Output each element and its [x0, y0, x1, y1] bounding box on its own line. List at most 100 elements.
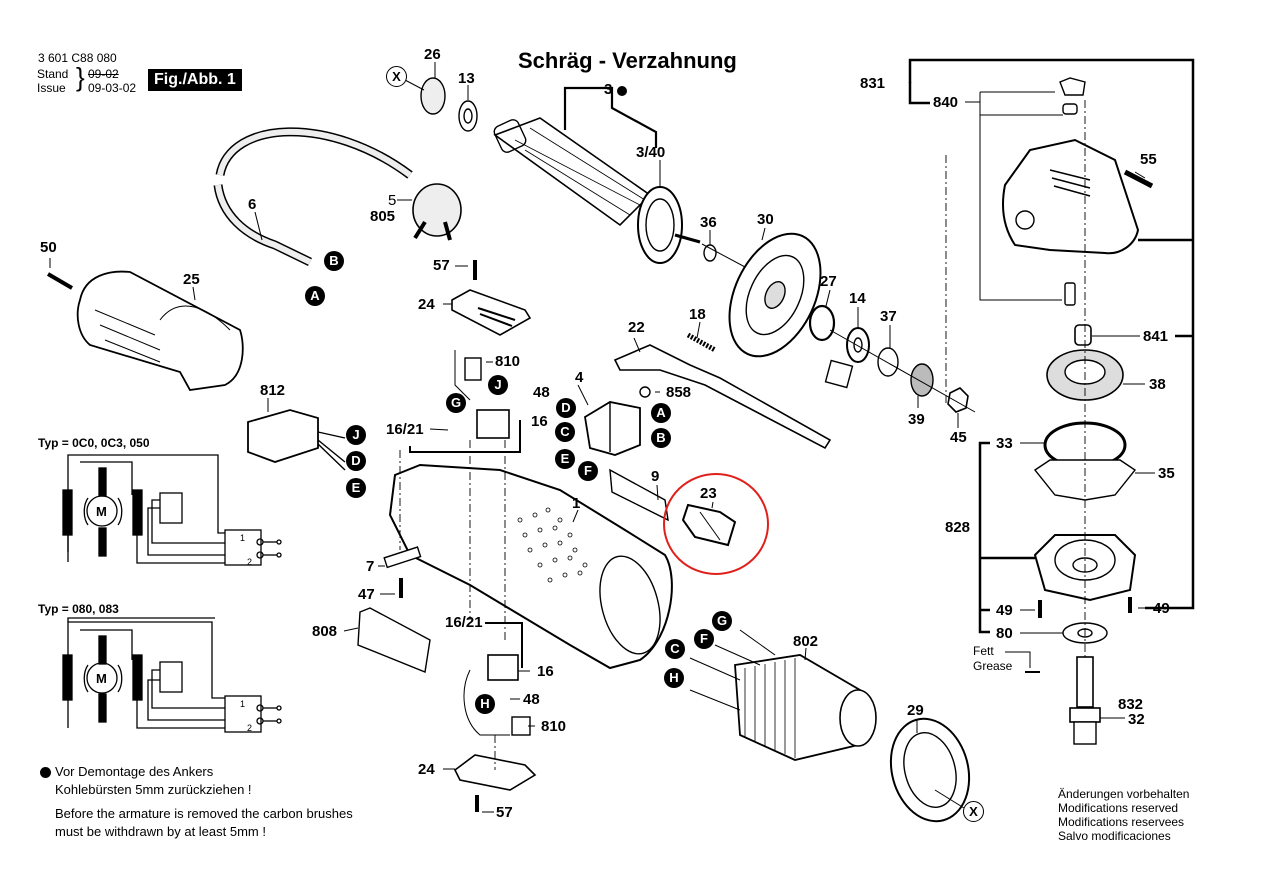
part-label-808[interactable]: 808 — [312, 623, 338, 640]
part-label-23[interactable]: 23 — [700, 485, 717, 502]
part-label-3-40[interactable]: 3/40 — [636, 144, 666, 161]
connector-a-cord: A — [305, 286, 325, 306]
part-label-831[interactable]: 831 — [860, 75, 886, 92]
part-3-armature — [493, 117, 701, 264]
switch-pos-1-d2: 1 — [240, 699, 246, 709]
part-label-26[interactable]: 26 — [424, 46, 441, 63]
part-label-16-21-top[interactable]: 16/21 — [386, 421, 424, 438]
part-label-1[interactable]: 1 — [572, 495, 581, 512]
part-29-air-guide — [889, 717, 971, 823]
part-label-35[interactable]: 35 — [1158, 465, 1175, 482]
part-label-55[interactable]: 55 — [1140, 151, 1157, 168]
part-label-57-bottom[interactable]: 57 — [496, 804, 513, 821]
part-label-16-top[interactable]: 16 — [531, 413, 548, 430]
part-37-washer — [877, 347, 899, 377]
part-label-24-bottom[interactable]: 24 — [418, 761, 435, 778]
part-label-812[interactable]: 812 — [260, 382, 286, 399]
switch-block-1 — [224, 529, 262, 566]
wiring-diagram-2 — [62, 617, 282, 733]
part-841-sleeve — [1074, 324, 1092, 346]
part-label-24-top[interactable]: 24 — [418, 296, 435, 313]
part-25-rear-cover — [76, 270, 244, 391]
wiring-type-label-1: Typ = 0C0, 0C3, 050 — [38, 436, 150, 450]
part-label-36[interactable]: 36 — [700, 214, 717, 231]
part-label-16-bottom[interactable]: 16 — [537, 663, 554, 680]
switch-block-2 — [224, 695, 262, 733]
part-label-49-left[interactable]: 49 — [996, 602, 1013, 619]
connector-a-switch: A — [651, 403, 671, 423]
part-22-lever — [613, 344, 832, 450]
brace-symbol: } — [76, 62, 85, 92]
part-label-38[interactable]: 38 — [1149, 376, 1166, 393]
part-label-5[interactable]: 5 — [388, 192, 397, 209]
part-label-27[interactable]: 27 — [820, 273, 837, 290]
part-label-33[interactable]: 33 — [996, 435, 1013, 452]
connector-d-switch: D — [556, 398, 576, 418]
part-55-screw — [1123, 169, 1154, 189]
part-label-25[interactable]: 25 — [183, 271, 200, 288]
part-840-gear-housing — [1002, 77, 1140, 306]
part-label-30[interactable]: 30 — [757, 211, 774, 228]
connector-d-cap: D — [346, 451, 366, 471]
part-label-4[interactable]: 4 — [575, 369, 584, 386]
connector-g-field: G — [712, 611, 732, 631]
part-label-29[interactable]: 29 — [907, 702, 924, 719]
disclaimer-es: Salvo modificaciones — [1058, 829, 1171, 843]
part-label-48-bottom[interactable]: 48 — [523, 691, 540, 708]
connector-x-top: X — [386, 66, 407, 87]
part-number: 3 601 C88 080 — [38, 51, 117, 65]
part-label-45[interactable]: 45 — [950, 429, 967, 446]
disclaimer-de: Änderungen vorbehalten — [1058, 787, 1190, 801]
part-label-810-bottom[interactable]: 810 — [541, 718, 567, 735]
part-label-22[interactable]: 22 — [628, 319, 645, 336]
part-label-841[interactable]: 841 — [1143, 328, 1169, 345]
bracket-828 — [978, 441, 990, 634]
connector-b-switch: B — [651, 428, 671, 448]
part-label-7[interactable]: 7 — [366, 558, 375, 575]
grease-label-de: Fett — [973, 644, 994, 658]
part-label-840[interactable]: 840 — [933, 94, 959, 111]
motor-label-1: M — [96, 504, 107, 519]
part-label-57-top[interactable]: 57 — [433, 257, 450, 274]
connector-x-bottom: X — [963, 801, 984, 822]
part-label-802[interactable]: 802 — [793, 633, 819, 650]
part-label-13[interactable]: 13 — [458, 70, 475, 87]
part-label-49-right[interactable]: 49 — [1153, 600, 1170, 617]
part-label-39[interactable]: 39 — [908, 411, 925, 428]
part-label-828[interactable]: 828 — [945, 519, 971, 536]
part-label-9[interactable]: 9 — [651, 468, 660, 485]
part-50-screw — [46, 272, 74, 290]
part-802-field — [734, 654, 877, 761]
connector-b-cord: B — [324, 251, 344, 271]
part-label-16-21-bottom[interactable]: 16/21 — [445, 614, 483, 631]
part-label-37[interactable]: 37 — [880, 308, 897, 325]
wiring-type-label-2: Typ = 080, 083 — [38, 602, 119, 616]
part-16-brush-holder-top — [476, 409, 510, 439]
connector-e-cap: E — [346, 478, 366, 498]
part-label-47[interactable]: 47 — [358, 586, 375, 603]
part-label-50[interactable]: 50 — [40, 239, 57, 256]
part-label-32[interactable]: 32 — [1128, 711, 1145, 728]
part-30-end-shield — [728, 232, 822, 358]
part-label-48-top[interactable]: 48 — [533, 384, 550, 401]
part-label-858[interactable]: 858 — [666, 384, 692, 401]
grease-label-en: Grease — [973, 659, 1013, 673]
part-label-3[interactable]: 3 — [604, 81, 613, 98]
part-label-805[interactable]: 805 — [370, 208, 396, 225]
part-label-80[interactable]: 80 — [996, 625, 1013, 642]
part-label-810-top[interactable]: 810 — [495, 353, 521, 370]
part-16-brush-holder-bottom — [487, 654, 519, 681]
issue-date: 09-03-02 — [88, 81, 137, 95]
part-label-832[interactable]: 832 — [1118, 696, 1144, 713]
part-label-18[interactable]: 18 — [689, 306, 706, 323]
part-label-6[interactable]: 6 — [248, 196, 257, 213]
part-45-nut — [947, 387, 969, 413]
part-label-14[interactable]: 14 — [849, 290, 866, 307]
figure-badge: Fig./Abb. 1 — [148, 69, 242, 91]
page-title: Schräg - Verzahnung — [518, 48, 737, 73]
connector-e-switch: E — [555, 449, 575, 469]
wiring-diagram-1 — [62, 454, 282, 566]
note-de-line1: Vor Demontage des Ankers — [55, 764, 214, 779]
part-26-seal — [420, 77, 446, 115]
